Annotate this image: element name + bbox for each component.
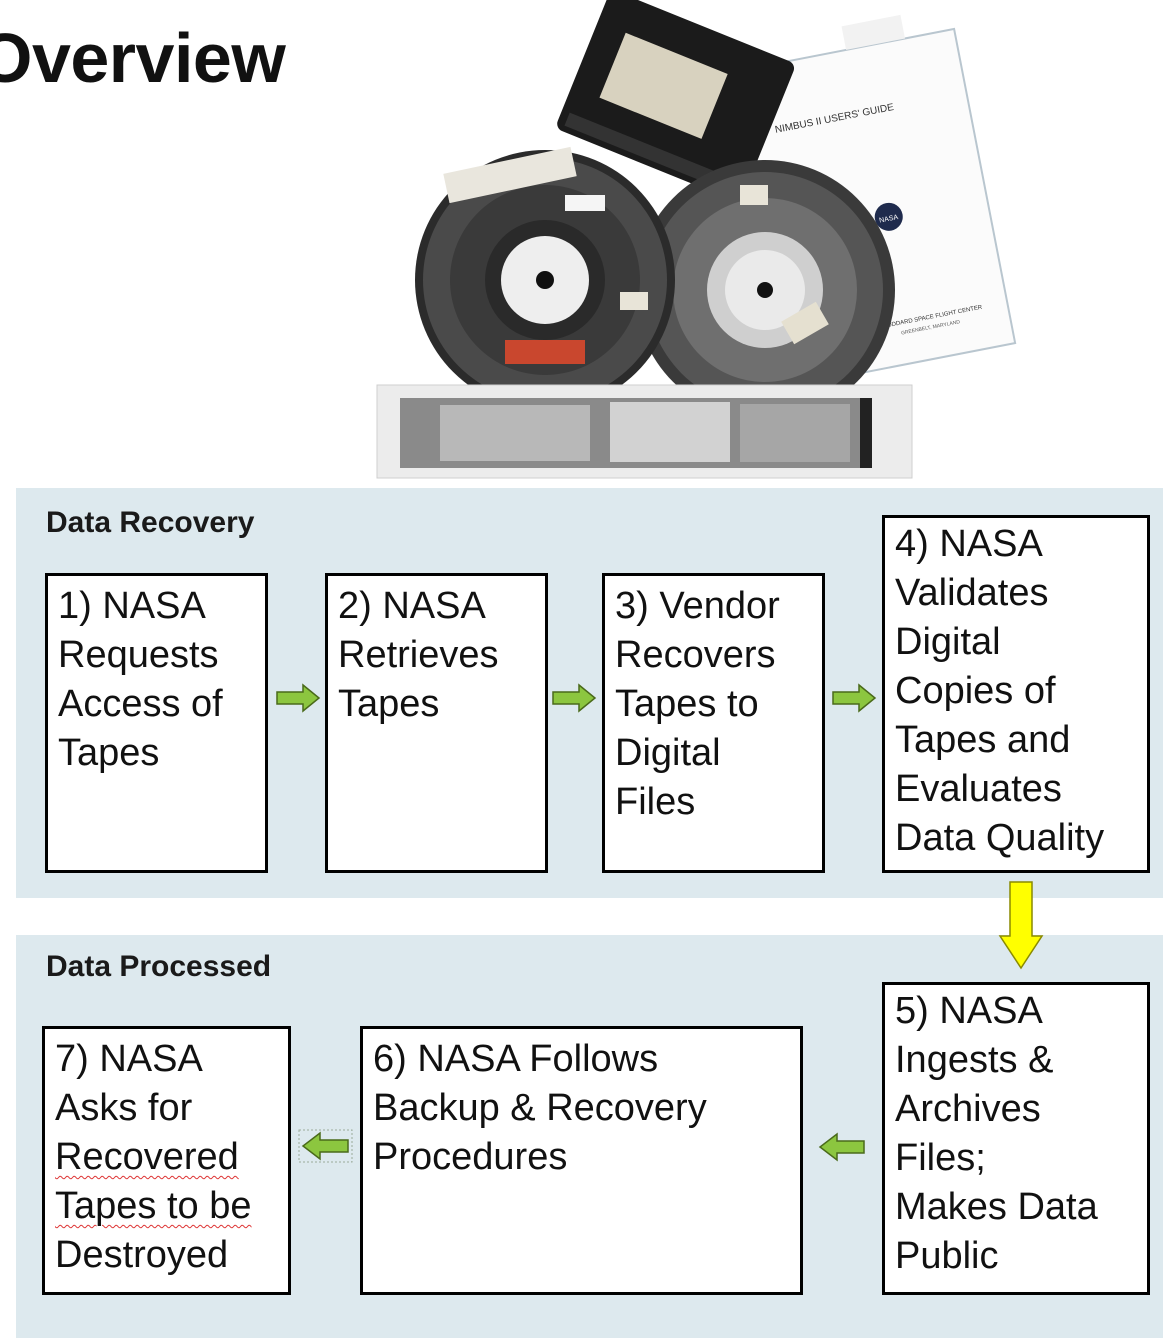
arrow-right-icon	[832, 683, 877, 713]
arrow-right-icon	[552, 683, 597, 713]
arrow-right-icon	[276, 683, 321, 713]
tape-reel-left	[415, 146, 675, 410]
step-2-box: 2) NASA Retrieves Tapes	[325, 573, 548, 873]
arrow-left-icon	[298, 1129, 353, 1163]
step-7-line: Recovered	[55, 1136, 239, 1178]
step-7-line: 7) NASA	[55, 1038, 203, 1080]
step-7-line: Asks for	[55, 1087, 193, 1129]
step-5-box: 5) NASA Ingests & Archives Files; Makes …	[882, 982, 1150, 1295]
manual-logo: NASA	[879, 214, 899, 225]
nasa-logo-icon	[874, 202, 903, 231]
tapes-photo: NIMBUS II USERS' GUIDE NASA GODDARD SPAC…	[376, 0, 1017, 479]
step-6-box: 6) NASA Follows Backup & Recovery Proced…	[360, 1026, 803, 1295]
page-title: Overview	[0, 19, 286, 97]
tape-case	[557, 0, 795, 201]
step-7-line: Destroyed	[55, 1234, 229, 1276]
data-recovery-title: Data Recovery	[46, 506, 255, 539]
tape-reel-right	[635, 160, 895, 420]
data-processed-title: Data Processed	[46, 950, 272, 983]
step-3-box: 3) Vendor Recovers Tapes to Digital File…	[602, 573, 825, 873]
step-7-box: 7) NASA Asks for Recovered Tapes to be D…	[42, 1026, 291, 1295]
step-1-box: 1) NASA Requests Access of Tapes	[45, 573, 268, 873]
arrow-left-icon	[818, 1132, 865, 1162]
step-7-line: Tapes to be	[55, 1185, 252, 1227]
arrow-down-icon	[998, 881, 1044, 970]
step-4-box: 4) NASA Validates Digital Copies of Tape…	[882, 515, 1150, 873]
image-strip	[376, 384, 913, 479]
